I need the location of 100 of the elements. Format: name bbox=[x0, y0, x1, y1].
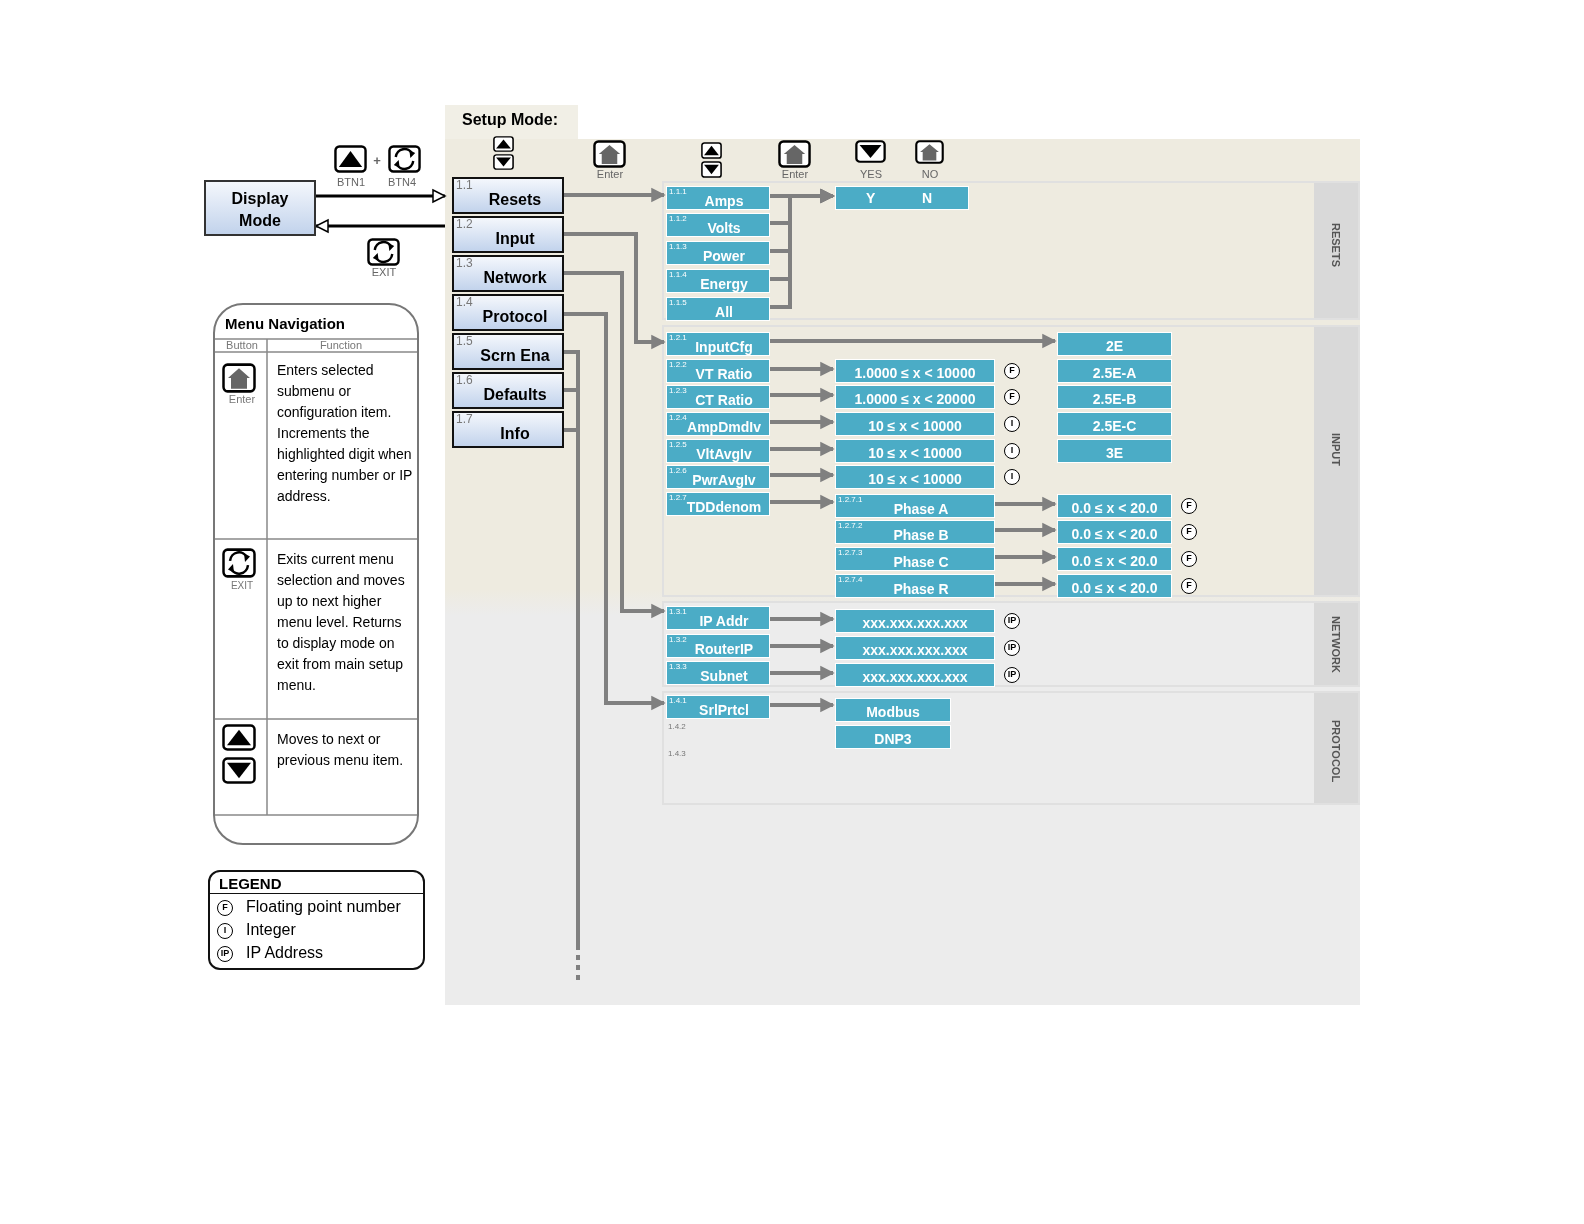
value-range-label: 10 ≤ x < 10000 bbox=[867, 471, 963, 487]
arrow bbox=[768, 334, 1056, 348]
arrow bbox=[768, 442, 834, 456]
type-marker: I bbox=[217, 923, 233, 939]
item-number: 1.2.4 bbox=[669, 413, 687, 422]
item-number: 1.1.2 bbox=[669, 214, 687, 223]
value-range-box bbox=[1057, 547, 1172, 571]
mode-box bbox=[204, 180, 316, 236]
menu-item-box bbox=[452, 255, 564, 292]
value-range-label: xxx.xxx.xxx.xxx bbox=[861, 615, 969, 631]
value-range-box bbox=[835, 359, 995, 383]
option-box bbox=[1057, 412, 1172, 436]
menu-item-label: Subnet bbox=[699, 668, 749, 684]
submenu-box bbox=[666, 492, 770, 516]
menu-item-label: Phase A bbox=[892, 501, 950, 517]
section-panel bbox=[662, 325, 1360, 597]
menu-item-label: Energy bbox=[699, 276, 749, 292]
type-marker: I bbox=[1004, 416, 1020, 432]
type-marker: IP bbox=[1004, 613, 1020, 629]
menu-item-label: VltAvgIv bbox=[695, 446, 753, 462]
menu-item-label: Scrn Ena bbox=[479, 347, 551, 365]
menu-item-label: SrlPrtcl bbox=[698, 702, 750, 718]
nav-title: Menu Navigation bbox=[225, 314, 346, 334]
section-panel bbox=[662, 181, 1360, 320]
arrow bbox=[768, 468, 834, 482]
setup-panel bbox=[445, 105, 1360, 1005]
menu-item-label: Amps bbox=[703, 193, 745, 209]
button-caption: Enter bbox=[596, 168, 624, 180]
section-label: NETWORK bbox=[1314, 603, 1358, 685]
value-range-label: xxx.xxx.xxx.xxx bbox=[861, 642, 969, 658]
choice-label: N bbox=[922, 190, 933, 206]
menu-item-label: Phase B bbox=[892, 527, 950, 543]
item-number: 1.4.2 bbox=[668, 722, 686, 731]
type-marker: IP bbox=[217, 946, 233, 962]
item-number: 1.1.3 bbox=[669, 242, 687, 251]
submenu-box bbox=[835, 547, 995, 571]
value-range-box bbox=[835, 636, 995, 660]
menu-item-label: RouterIP bbox=[693, 641, 755, 657]
submenu-box bbox=[835, 574, 995, 598]
button-caption: EXIT bbox=[371, 266, 397, 278]
arrow bbox=[768, 415, 834, 429]
item-number: 1.2.6 bbox=[669, 466, 687, 475]
submenu-box bbox=[666, 213, 770, 237]
item-number: 1.7 bbox=[456, 413, 473, 425]
arrow bbox=[768, 666, 834, 680]
item-number: 1.2.2 bbox=[669, 360, 687, 369]
menu-item-label: Resets bbox=[487, 191, 543, 209]
value-range-box bbox=[835, 439, 995, 463]
arrow bbox=[768, 189, 834, 309]
item-number: 1.1.4 bbox=[669, 270, 687, 279]
section-panel bbox=[662, 691, 1360, 805]
value-range-label: 1.0000 ≤ x < 20000 bbox=[853, 391, 977, 407]
value-range-box bbox=[1057, 520, 1172, 544]
item-number: 1.2.5 bbox=[669, 440, 687, 449]
value-range-label: 0.0 ≤ x < 20.0 bbox=[1070, 500, 1159, 516]
type-marker: F bbox=[217, 900, 233, 916]
item-number: 1.3 bbox=[456, 257, 473, 269]
submenu-box bbox=[666, 695, 770, 719]
submenu-box bbox=[666, 606, 770, 630]
value-range-label: xxx.xxx.xxx.xxx bbox=[861, 669, 969, 685]
menu-item-box bbox=[452, 372, 564, 409]
option-label: 3E bbox=[1104, 445, 1125, 461]
type-marker: IP bbox=[1004, 667, 1020, 683]
submenu-box bbox=[835, 494, 995, 518]
submenu-box bbox=[666, 269, 770, 293]
button-caption: Enter bbox=[781, 168, 809, 180]
item-number: 1.1.5 bbox=[669, 298, 687, 307]
menu-item-label: AmpDmdIv bbox=[687, 419, 762, 435]
menu-item-label: CT Ratio bbox=[694, 392, 754, 408]
type-marker: F bbox=[1004, 389, 1020, 405]
option-box bbox=[1057, 385, 1172, 409]
column-header: Function bbox=[318, 339, 364, 352]
submenu-box bbox=[835, 520, 995, 544]
plus-sign: + bbox=[373, 153, 381, 168]
value-range-box bbox=[835, 465, 995, 489]
menu-item-label: Phase R bbox=[892, 581, 950, 597]
menu-item-label: Phase C bbox=[892, 554, 950, 570]
type-marker: F bbox=[1181, 498, 1197, 514]
menu-item-box bbox=[452, 294, 564, 331]
menu-item-label: All bbox=[714, 304, 734, 320]
arrow bbox=[993, 550, 1056, 564]
menu-item-label: Power bbox=[702, 248, 746, 264]
arrow bbox=[564, 271, 665, 618]
arrow bbox=[768, 388, 834, 402]
value-range-box bbox=[1057, 574, 1172, 598]
section-panel bbox=[662, 601, 1360, 687]
menu-item-box bbox=[452, 177, 564, 214]
item-number: 1.2.7.4 bbox=[838, 575, 863, 584]
option-box bbox=[1057, 332, 1172, 356]
option-box bbox=[1057, 439, 1172, 463]
item-number: 1.4.1 bbox=[669, 696, 687, 705]
button-caption: BTN4 bbox=[387, 176, 417, 188]
menu-item-box bbox=[452, 333, 564, 370]
submenu-box bbox=[666, 186, 770, 210]
submenu-box bbox=[666, 412, 770, 436]
item-number: 1.3.3 bbox=[669, 662, 687, 671]
option-label: 2.5E-B bbox=[1091, 391, 1138, 407]
type-marker: I bbox=[1004, 469, 1020, 485]
option-box bbox=[835, 698, 951, 722]
item-number: 1.1 bbox=[456, 179, 473, 191]
